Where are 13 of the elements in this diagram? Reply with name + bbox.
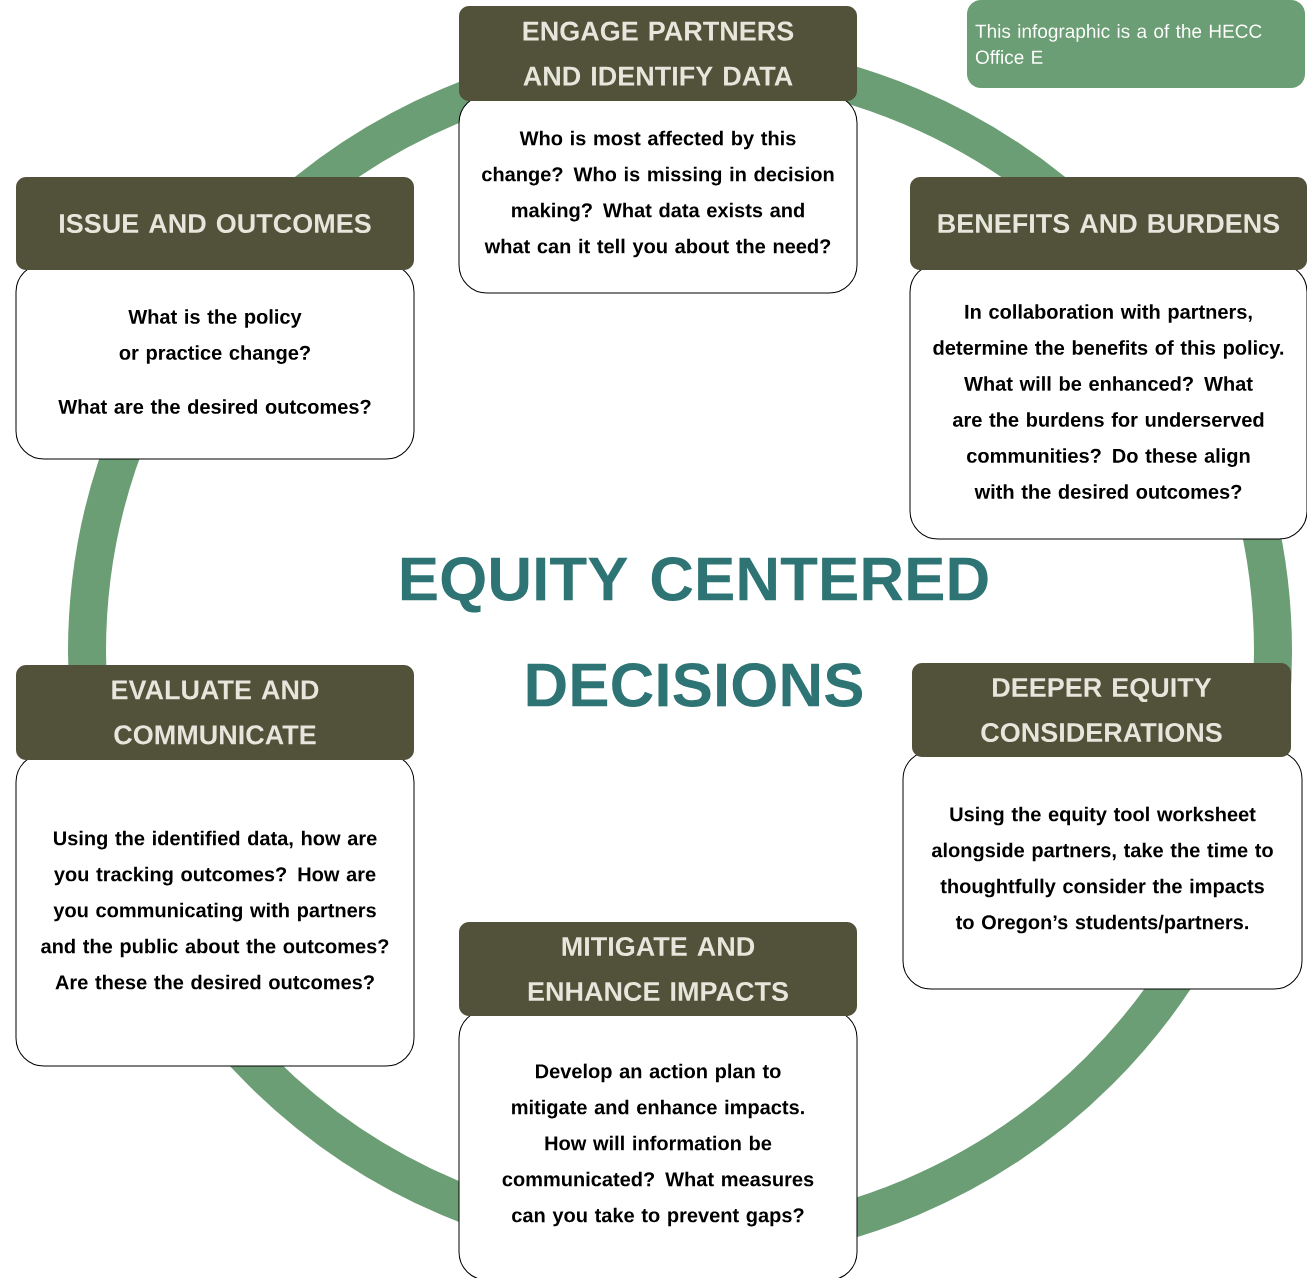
card-body: What is the policy or practice change? What are the desired outcomes? [15,263,415,460]
card-header: ISSUE AND OUTCOMES [16,177,414,270]
card-body: Using the identified data, how are you tracking outcomes? How are you communicating with partners and the public about the outcomes? Are these the desired outcomes? [15,753,415,1067]
card-header: DEEPER EQUITY CONSIDERATIONS [912,663,1291,757]
card-body: Who is most affected by this change? Who is missing in decision making? What data exists and what can it tell you about the need? [458,94,858,294]
card-body: Develop an action plan to mitigate and enhance impacts. How will information be communicated? What measures can you take to prevent gaps? [458,1009,858,1278]
card-body: In collaboration with partners, determine the benefits of this policy. What will be enhanced? What are the burdens for underserved communities? Do these align with the desired outcomes? [909,263,1307,540]
note-box: This infographic is a of the HECC Office E [967,0,1305,88]
card-header: BENEFITS AND BURDENS [910,177,1307,270]
card-header: ENGAGE PARTNERS AND IDENTIFY DATA [459,6,857,101]
card-header: MITIGATE AND ENHANCE IMPACTS [459,922,857,1016]
card-header: EVALUATE AND COMMUNICATE [16,665,414,760]
card-body: Using the equity tool worksheet alongside partners, take the time to thoughtfully consider the impacts to Oregon’s students/partners. [902,750,1303,990]
